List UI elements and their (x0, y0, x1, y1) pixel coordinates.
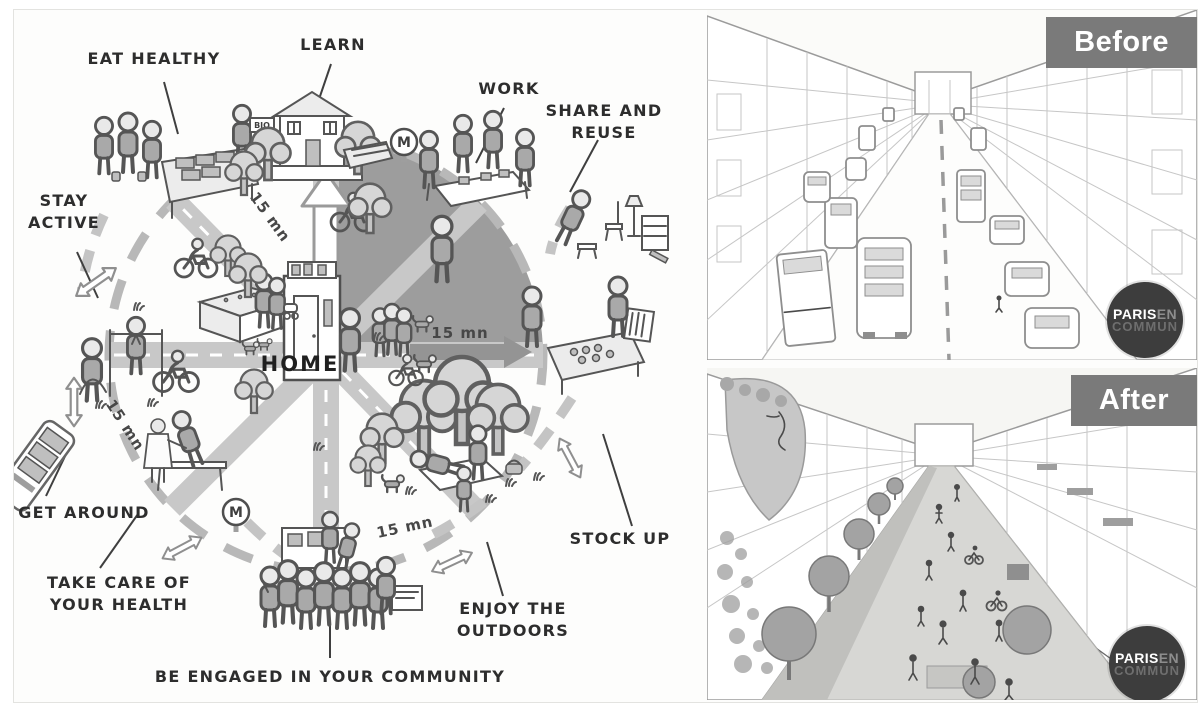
label-stay-active: STAY ACTIVE (27, 191, 101, 232)
paris-en-commun-logo: PARISEN COMMUN (1107, 282, 1183, 358)
label-work: WORK (478, 79, 540, 98)
before-street-panel: Before PARISEN COMMUN (707, 10, 1197, 360)
outdoors-vignette (349, 357, 530, 513)
logo-word-commun: COMMUN (1114, 663, 1180, 678)
travel-time-east: 15 mn (431, 324, 488, 342)
exercise-vignette (79, 315, 163, 409)
after-badge: After (1070, 375, 1197, 426)
travel-time-southeast: 15 mn (375, 512, 435, 542)
svg-text:M: M (229, 505, 243, 521)
metro-sign: M (389, 127, 419, 162)
svg-text:M: M (397, 135, 411, 151)
before-street-scene (707, 10, 1197, 360)
work-vignette (418, 109, 536, 208)
community-vignette (259, 510, 423, 630)
family-vignette (254, 271, 299, 330)
share-reuse-vignette (551, 186, 669, 264)
grass-tuft (133, 302, 145, 311)
fifteen-minute-city-diagram-panel: 15 mn 15 mn 15 mn 15 mn (14, 10, 702, 700)
metro-sign: M (221, 497, 251, 532)
cyclist (985, 590, 1008, 612)
cyclist (964, 545, 984, 565)
market-cart (1007, 564, 1029, 580)
label-be-engaged-in-your-community: BE ENGAGED IN YOUR COMMUNITY (154, 667, 506, 686)
left-buildings (707, 373, 930, 700)
mural-face (724, 377, 807, 521)
before-badge: Before (1046, 17, 1197, 68)
school-vignette (244, 90, 394, 182)
label-enjoy-the-outdoors: ENJOY THE OUTDOORS (456, 599, 570, 640)
street-trees (761, 477, 1052, 699)
travel-time-northwest: 15 mn (246, 189, 294, 246)
far-buildings (914, 71, 972, 115)
health-vignette (142, 407, 227, 491)
market-sign: BIO (254, 121, 270, 130)
green-wall (717, 531, 773, 674)
grass-tuft (533, 472, 545, 481)
label-home: HOME (260, 352, 340, 376)
label-take-care-of-your-health: TAKE CARE OF YOUR HEALTH (46, 573, 192, 614)
home-vignette (282, 261, 438, 382)
logo-word-paris: PARIS (1113, 306, 1157, 322)
far-buildings (914, 423, 974, 467)
stock-up-vignette (521, 275, 656, 395)
diagram-illustration: 15 mn 15 mn 15 mn 15 mn (14, 63, 669, 658)
label-share-and-reuse: SHARE AND REUSE (545, 101, 663, 142)
label-stock-up: STOCK UP (569, 529, 671, 548)
paris-en-commun-logo: PARISEN COMMUN (1109, 626, 1185, 700)
logo-word-commun: COMMUN (1112, 319, 1178, 334)
label-get-around: GET AROUND (18, 503, 150, 522)
after-street-panel: After PARISEN COMMUN (707, 368, 1197, 700)
logo-word-en: EN (1158, 650, 1179, 666)
traffic-vehicles (775, 107, 1080, 349)
rooftop-garden (720, 377, 787, 407)
label-eat-healthy: EAT HEALTHY (87, 49, 221, 68)
logo-word-paris: PARIS (1115, 650, 1159, 666)
logo-word-en: EN (1156, 306, 1177, 322)
right-buildings (949, 10, 1197, 360)
label-learn: LEARN (300, 35, 366, 54)
transit-vignette (14, 419, 76, 512)
pedestrians (908, 484, 1029, 700)
